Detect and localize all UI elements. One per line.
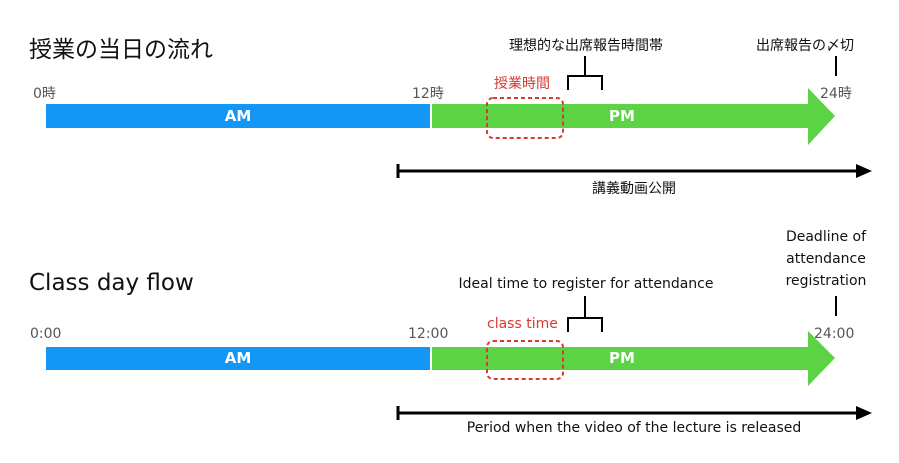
pm-arrow	[432, 88, 835, 145]
pm-arrow	[432, 331, 835, 386]
ideal-time-bracket	[567, 296, 603, 332]
class-time-label: 授業時間	[494, 76, 550, 92]
timeline-en	[46, 296, 872, 420]
ideal-time-label: 理想的な出席報告時間帯	[509, 38, 663, 54]
section-title-jp: 授業の当日の流れ	[29, 37, 213, 63]
am-label: AM	[224, 349, 252, 367]
deadline-label: Deadline of attendance registration	[786, 226, 867, 292]
video-period-arrowhead	[856, 164, 872, 178]
class-time-box	[486, 97, 564, 139]
deadline-label-line: attendance	[786, 251, 866, 267]
timeline-jp	[46, 56, 872, 178]
tick-noon: 12時	[412, 86, 444, 102]
am-bar	[46, 347, 430, 370]
am-label: AM	[224, 107, 252, 125]
class-time-label: class time	[487, 316, 558, 332]
ideal-time-label: Ideal time to register for attendance	[458, 276, 714, 292]
section-title-en: Class day flow	[29, 270, 194, 296]
tick-start: 0:00	[30, 326, 62, 342]
video-period-label: Period when the video of the lecture is …	[466, 420, 802, 436]
deadline-label: 出席報告の〆切	[756, 38, 854, 54]
ideal-time-bracket	[567, 56, 603, 90]
deadline-label-line: registration	[785, 273, 867, 289]
class-time-box	[486, 340, 564, 380]
pm-label: PM	[609, 107, 635, 125]
tick-noon: 12:00	[408, 326, 449, 342]
video-period-arrowhead	[856, 406, 872, 420]
tick-start: 0時	[33, 86, 56, 102]
am-bar	[46, 104, 430, 128]
pm-label: PM	[609, 349, 635, 367]
tick-end: 24時	[820, 86, 852, 102]
video-period-label: 講義動画公開	[592, 181, 676, 197]
deadline-label-line: Deadline of	[785, 229, 867, 245]
tick-end: 24:00	[814, 326, 855, 342]
